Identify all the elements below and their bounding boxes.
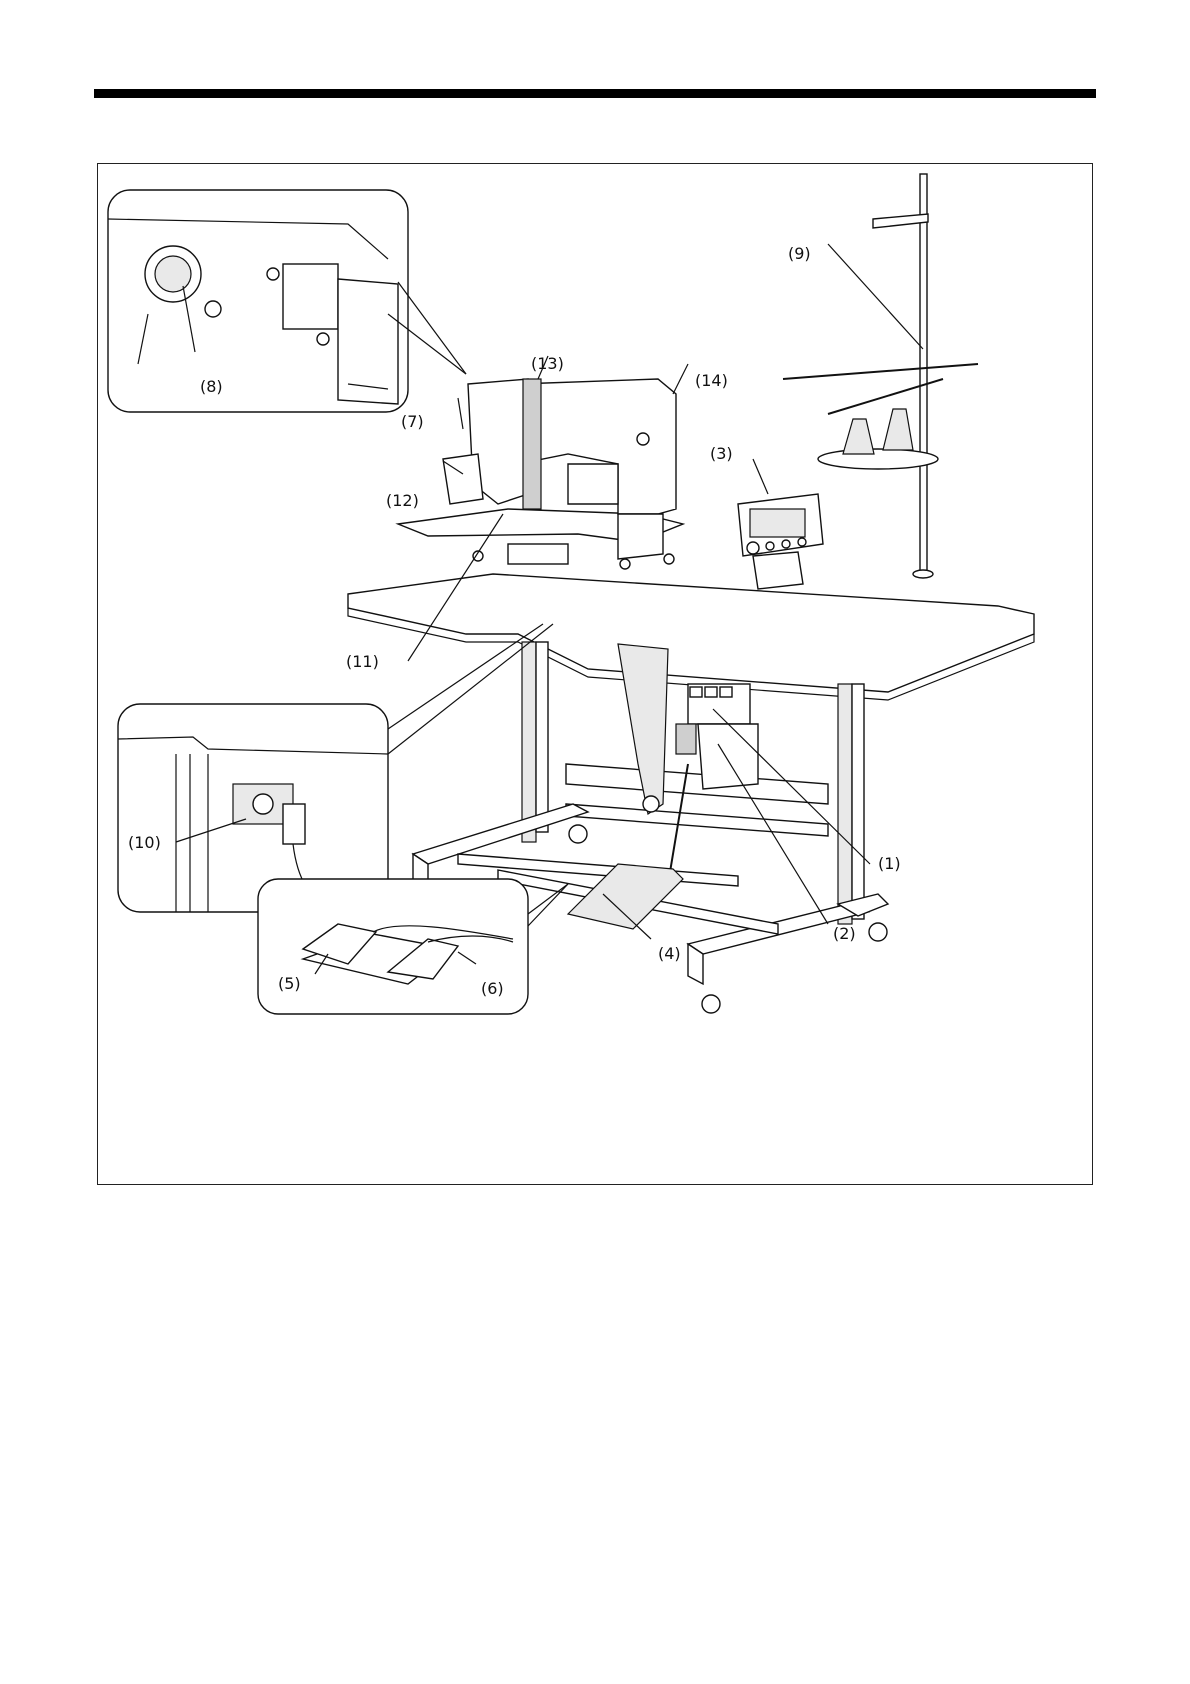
- callout-3: (3): [710, 444, 733, 463]
- inset-regulator: [118, 624, 553, 912]
- callout-12: (12): [386, 491, 419, 510]
- callout-10: (10): [128, 833, 161, 852]
- callout-1: (1): [878, 854, 901, 873]
- operation-panel-illustration: [738, 494, 823, 589]
- callout-9: (9): [788, 244, 811, 263]
- callout-14: (14): [695, 371, 728, 390]
- callout-13: (13): [531, 354, 564, 373]
- machine-head-illustration: [398, 379, 683, 569]
- callout-5: (5): [278, 974, 301, 993]
- callout-8: (8): [200, 377, 223, 396]
- callout-7: (7): [401, 412, 424, 431]
- figure-frame: (1) (2) (3) (4) (5) (6) (7) (8) (9) (10)…: [97, 163, 1093, 1185]
- callout-2: (2): [833, 924, 856, 943]
- callout-4: (4): [658, 944, 681, 963]
- callout-11: (11): [346, 652, 379, 671]
- callout-6: (6): [481, 979, 504, 998]
- inset-pulley: [108, 190, 466, 412]
- inset-foot-switch: [258, 879, 568, 1014]
- sewing-machine-illustration: (1) (2) (3) (4) (5) (6) (7) (8) (9) (10)…: [98, 164, 1094, 1186]
- header-rule: [94, 89, 1096, 98]
